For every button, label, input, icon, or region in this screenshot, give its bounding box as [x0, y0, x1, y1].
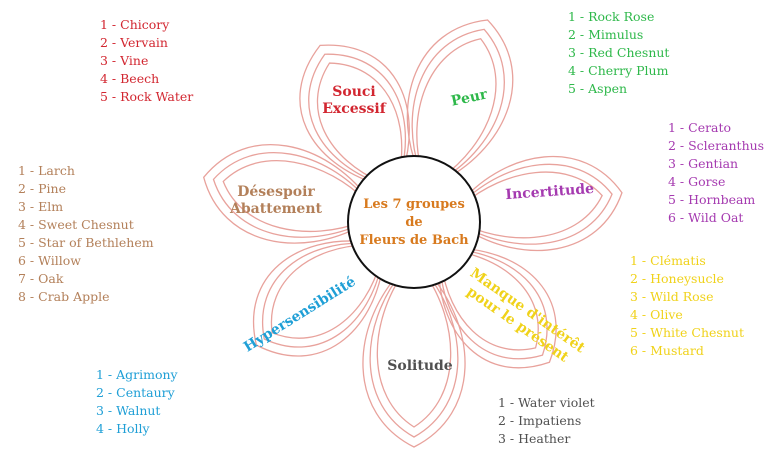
list-item: 3 - Gentian	[668, 156, 739, 171]
petal-label-line: Incertitude	[505, 181, 595, 203]
petal-outline-hypersensibilite-2	[270, 244, 382, 339]
list-item: 4 - Cherry Plum	[568, 63, 669, 78]
list-item: 1 - Chicory	[100, 17, 170, 32]
list-item: 1 - Larch	[18, 163, 75, 178]
list-item: 8 - Crab Apple	[18, 289, 110, 304]
list-item: 1 - Cerato	[668, 120, 732, 135]
list-hypersensibilite: 1 - Agrimony 2 - Centaury 3 - Walnut 4 - Ho…	[96, 366, 178, 438]
petal-label-hypersensibilite: Hypersensibilité	[241, 274, 359, 356]
list-item: 4 - Holly	[96, 421, 150, 436]
list-item: 6 - Mustard	[630, 343, 704, 358]
list-item: 2 - Vervain	[100, 35, 168, 50]
list-peur: 1 - Rock Rose 2 - Mimulus 3 - Red Chesnut 4…	[568, 8, 669, 98]
petal-label-line: Souci	[332, 84, 375, 100]
petal-outline-manque-1	[439, 248, 548, 360]
list-item: 3 - Vine	[100, 53, 149, 68]
petal-outline-solitude-1	[369, 271, 459, 438]
list-solitude: 1 - Water violet 2 - Impatiens 3 - Heather	[498, 394, 595, 448]
list-item: 7 - Oak	[18, 271, 64, 286]
petal-outline-peur-2	[416, 38, 497, 179]
petal-outline-hypersensibilite-1	[262, 242, 383, 348]
petal-outline-souci-2	[316, 62, 403, 184]
center-circle	[347, 155, 481, 289]
list-item: 6 - Wild Oat	[668, 210, 744, 225]
list-item: 1 - Water violet	[498, 395, 595, 410]
petal-outline-incertitude-2	[461, 171, 603, 239]
petal-outline-peur-0	[406, 19, 514, 181]
petal-label-line: Hypersensibilité	[241, 274, 359, 356]
petal-label-line: Solitude	[387, 358, 453, 374]
list-item: 5 - White Chesnut	[630, 325, 744, 340]
petal-outline-solitude-0	[362, 271, 466, 448]
list-item: 2 - Honeysucle	[630, 271, 724, 286]
petal-solitude	[362, 271, 466, 448]
petal-outline-manque-2	[440, 250, 539, 351]
list-item: 4 - Olive	[630, 307, 683, 322]
petal-outline-solitude-2	[376, 271, 452, 428]
list-item: 2 - Scleranthus	[668, 138, 765, 153]
list-item: 4 - Beech	[100, 71, 160, 86]
petal-outline-desespoir-1	[212, 152, 369, 238]
center-title-line3: Fleurs de Bach	[359, 233, 469, 248]
petal-outline-incertitude-0	[461, 155, 623, 252]
petal-manque	[438, 247, 557, 369]
list-item: 6 - Willow	[18, 253, 81, 268]
list-item: 4 - Gorse	[668, 174, 726, 189]
list-item: 2 - Centaury	[96, 385, 175, 400]
list-item: 3 - Wild Rose	[630, 289, 714, 304]
petal-label-line: Désespoir	[237, 184, 315, 200]
list-item: 1 - Rock Rose	[568, 9, 655, 24]
list-item: 3 - Walnut	[96, 403, 161, 418]
list-manque: 1 - Clématis 2 - Honeysucle 3 - Wild Rose 4…	[630, 252, 744, 360]
petal-outline-desespoir-2	[222, 160, 368, 232]
center-title-line1: Les 7 groupes	[363, 197, 465, 212]
petal-outline-hypersensibilite-0	[252, 240, 384, 357]
petal-incertitude	[461, 155, 623, 252]
list-item: 5 - Rock Water	[100, 89, 194, 104]
petal-outline-peur-1	[411, 28, 505, 180]
petal-label-solitude: Solitude	[387, 358, 453, 374]
petal-label-incertitude: Incertitude	[505, 181, 595, 203]
petal-label-line: Excessif	[322, 101, 387, 117]
petal-label-line: Abattement	[229, 201, 322, 217]
list-item: 3 - Red Chesnut	[568, 45, 670, 60]
petal-label-peur: Peur	[450, 86, 490, 109]
list-item: 5 - Hornbeam	[668, 192, 756, 207]
list-item: 2 - Mimulus	[568, 27, 644, 42]
center-title-line2: de	[405, 215, 422, 230]
petal-peur	[406, 19, 514, 181]
list-souci: 1 - Chicory 2 - Vervain 3 - Vine 4 - Beech 5…	[100, 16, 193, 106]
list-desespoir: 1 - Larch 2 - Pine 3 - Elm 4 - Sweet Chesnu…	[18, 162, 154, 306]
list-item: 2 - Impatiens	[498, 413, 582, 428]
petal-label-line: Peur	[450, 86, 490, 109]
list-item: 1 - Agrimony	[96, 367, 178, 382]
list-item: 1 - Clématis	[630, 253, 706, 268]
petal-outline-desespoir-0	[202, 144, 369, 244]
list-item: 5 - Star of Bethlehem	[18, 235, 154, 250]
list-item: 3 - Elm	[18, 199, 64, 214]
petal-hypersensibilite	[252, 240, 384, 357]
petal-outline-manque-0	[438, 247, 557, 369]
list-incertitude: 1 - Cerato 2 - Scleranthus 3 - Gentian 4 - …	[668, 119, 764, 227]
petal-outline-incertitude-1	[461, 163, 613, 245]
petal-desespoir	[202, 144, 369, 244]
petal-outline-souci-1	[308, 53, 406, 185]
list-item: 5 - Aspen	[568, 81, 628, 96]
list-item: 2 - Pine	[18, 181, 66, 196]
list-item: 3 - Heather	[498, 431, 571, 446]
list-item: 4 - Sweet Chesnut	[18, 217, 134, 232]
